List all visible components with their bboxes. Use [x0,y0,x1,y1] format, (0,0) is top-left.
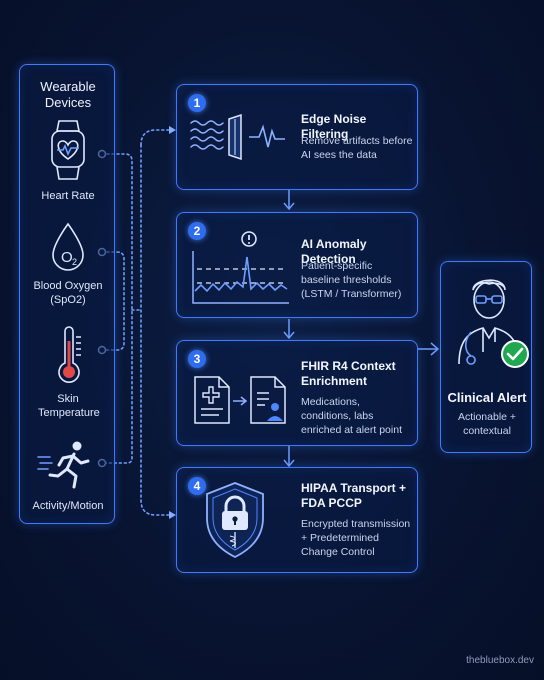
smartwatch-heart-icon [51,120,85,180]
step-number-badge: 1 [188,94,206,112]
step-3-fhir-context-enrichment: 3 FHIR R4 Context Enrichment Medications… [176,340,418,446]
thermometer-icon [58,326,81,383]
device-label-activity: Activity/Motion [32,500,104,512]
device-label-blood-oxygen: Blood Oxygen (SpO2) [33,280,103,306]
panel-title: Wearable Devices [40,79,96,110]
step-number-badge: 4 [188,477,206,495]
alert-title: Clinical Alert [447,390,527,405]
shield-lock-icon [206,482,264,559]
watermark: thebluebox.dev [466,655,534,666]
o2-drop-icon: O 2 [52,222,84,271]
clinical-alert-panel: Clinical Alert Actionable + contextual [440,261,532,453]
document-enrichment-icon [194,376,286,424]
step-description: Encrypted transmission + Predetermined C… [301,518,411,558]
step-title: Edge Noise Filtering [301,112,367,141]
step-number-badge: 2 [188,222,206,240]
anomaly-chart-icon [192,231,289,304]
svg-text:O: O [61,249,73,266]
step-number-badge: 3 [188,350,206,368]
alert-subtitle: Actionable + contextual [457,411,517,437]
noise-filter-icon [190,113,285,161]
step-title: HIPAA Transport + FDA PCCP [301,481,407,510]
step-description: Medications, conditions, labs enriched a… [301,396,402,436]
step-description: Patient-specific baseline thresholds (LS… [301,260,402,300]
device-label-heart-rate: Heart Rate [41,190,95,202]
doctor-check-icon [458,279,529,368]
step-title: AI Anomaly Detection [301,237,367,266]
step-title: FHIR R4 Context Enrichment [301,359,396,388]
step-description: Remove artifacts before AI sees the data [301,135,413,161]
wearable-devices-panel: Wearable Devices Heart Rate O 2 Blood Ox… [19,64,115,524]
step-1-edge-noise-filtering: 1 Edge Noise Filtering Remove artifacts … [176,84,418,190]
step-4-hipaa-transport: 4 HIPAA Transport + FDA PCCP Encrypted t… [176,467,418,573]
svg-text:2: 2 [72,257,77,267]
running-person-icon [37,441,90,489]
device-label-skin-temperature: Skin Temperature [38,393,100,419]
step-2-ai-anomaly-detection: 2 AI Anomaly Detection Patient-specific … [176,212,418,318]
